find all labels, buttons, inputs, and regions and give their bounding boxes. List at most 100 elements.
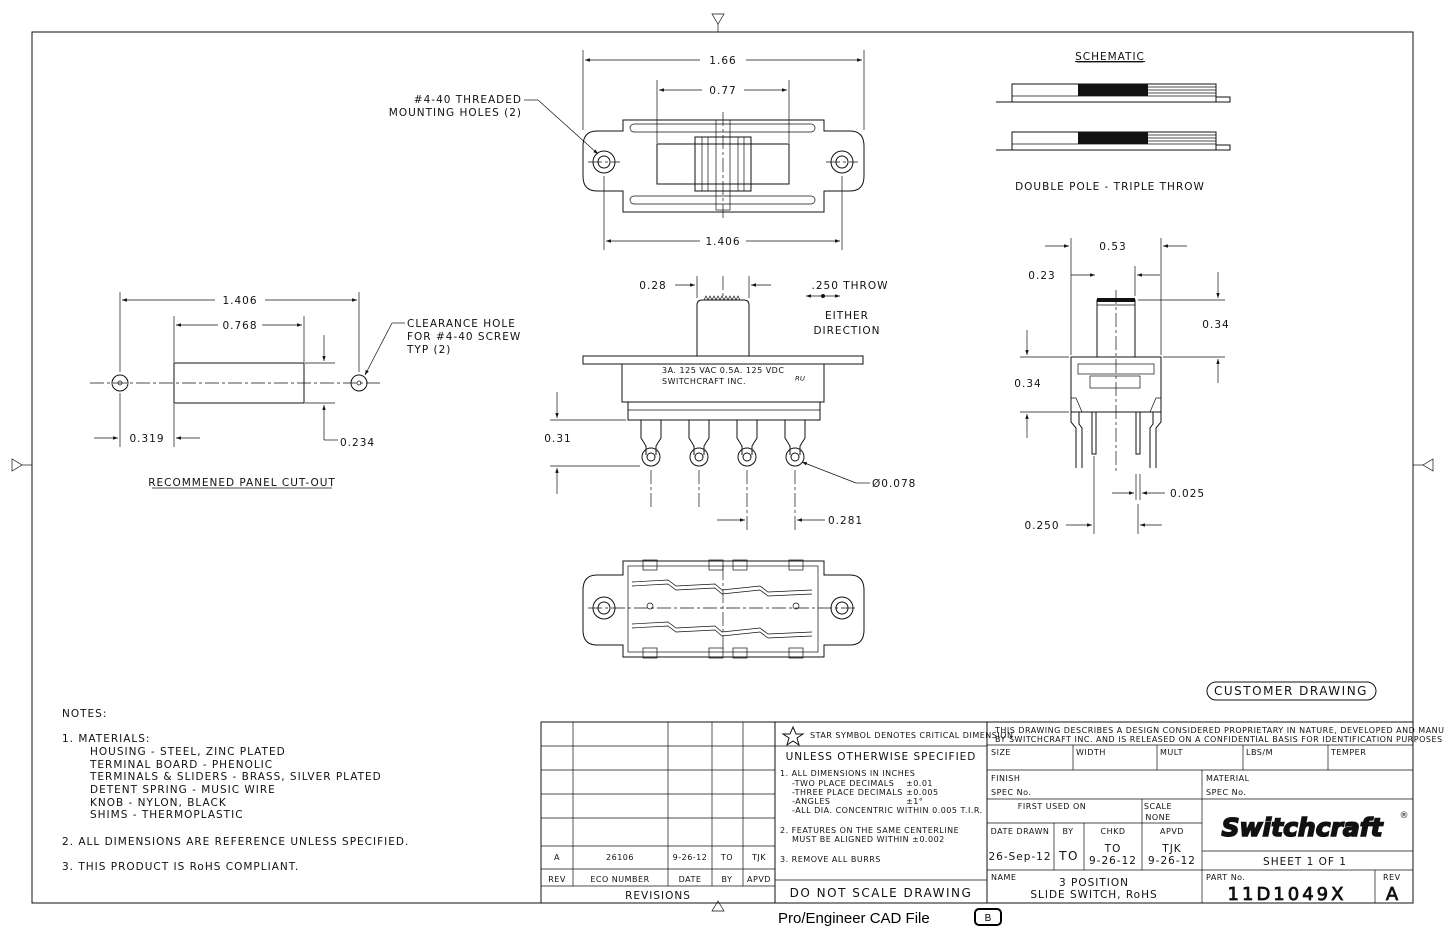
revisions-title: REVISIONS — [625, 890, 691, 902]
schematic-pole-2 — [996, 131, 1231, 151]
side-dim-pitch: 0.281 — [828, 515, 863, 527]
size-badge: B — [974, 908, 1002, 926]
side-dim-hole-dia: Ø0.078 — [872, 478, 916, 490]
note-1-item: DETENT SPRING - MUSIC WIRE — [90, 784, 276, 796]
scale-value: NONE — [1145, 813, 1170, 822]
temper-label: TEMPER — [1330, 748, 1366, 757]
name-line2: SLIDE SWITCH, RoHS — [1030, 889, 1157, 901]
cutout-caption: RECOMMENED PANEL CUT-OUT — [148, 477, 336, 489]
sheet-count: SHEET 1 OF 1 — [1263, 856, 1347, 868]
revisions-table: A 26106 9-26-12 TO TJK REV ECO NUMBER DA… — [540, 721, 776, 904]
mounting-holes-note-line2: MOUNTING HOLES (2) — [389, 107, 522, 119]
by-label: BY — [1063, 827, 1074, 836]
rating-line1: 3A. 125 VAC 0.5A. 125 VDC — [662, 366, 784, 375]
name-label: NAME — [991, 873, 1016, 882]
spec-line: 3. REMOVE ALL BURRS — [780, 855, 881, 864]
drawn-by: TO — [1058, 849, 1079, 863]
proprietary-line1: THIS DRAWING DESCRIBES A DESIGN CONSIDER… — [994, 726, 1445, 735]
spec-line: MUST BE ALIGNED WITHIN ±0.002 — [792, 835, 945, 844]
end-dim-width: 0.53 — [1099, 241, 1126, 253]
chkd-by: TO — [1104, 843, 1122, 855]
width-label: WIDTH — [1076, 748, 1106, 757]
throw-note-line2: EITHER — [825, 310, 869, 322]
cutout-dim-offset: 0.319 — [129, 433, 164, 445]
bottom-view — [582, 559, 865, 659]
title-block: THIS DRAWING DESCRIBES A DESIGN CONSIDER… — [986, 721, 1445, 905]
name-line1: 3 POSITION — [1059, 877, 1129, 889]
switchcraft-logo: Switchcraft ® — [1221, 811, 1409, 843]
customer-drawing-badge: CUSTOMER DRAWING — [1206, 681, 1377, 701]
cutout-dim-slot: 0.768 — [222, 320, 257, 332]
proprietary-line2: BY SWITCHCRAFT INC. AND IS RELEASED ON A… — [995, 735, 1445, 744]
clearance-note-line2: FOR #4-40 SCREW — [407, 331, 521, 343]
rev-letter: A — [1386, 884, 1399, 905]
note-1-label: 1. MATERIALS: — [62, 733, 150, 745]
bottom-terminal-tabs — [642, 559, 804, 659]
dim-slot-length: 0.77 — [709, 85, 736, 97]
side-dim-knob: 0.28 — [639, 280, 666, 292]
schematic: SCHEMATIC DOUBLE POLE - TRIPLE THROW — [996, 51, 1231, 193]
spec-line: -ALL DIA. CONCENTRIC WITHIN 0.005 T.I.R. — [792, 806, 983, 815]
spec-line: -TWO PLACE DECIMALS — [792, 779, 894, 788]
star-note: STAR SYMBOL DENOTES CRITICAL DIMENSION — [810, 731, 1013, 740]
note-1-item: TERMINALS & SLIDERS - BRASS, SILVER PLAT… — [89, 771, 382, 783]
schematic-caption: DOUBLE POLE - TRIPLE THROW — [1015, 181, 1205, 193]
finish-label: FINISH — [991, 774, 1020, 783]
spec-line: 1. ALL DIMENSIONS IN INCHES — [780, 769, 915, 778]
lbs-m-label: LBS/M — [1246, 748, 1273, 757]
side-dim-terminal-height: 0.31 — [544, 433, 571, 445]
rev-header-date: DATE — [679, 875, 702, 884]
schematic-title: SCHEMATIC — [1075, 51, 1145, 63]
registered-icon: ® — [1400, 811, 1409, 821]
panel-cutout: 1.406 0.768 0.319 0.234 CLEARANCE HOLE F… — [90, 292, 521, 489]
part-no-label: PART No. — [1206, 873, 1245, 882]
first-used-on-label: FIRST USED ON — [1018, 802, 1087, 811]
spec-line: ±0.01 — [906, 779, 933, 788]
rev-label: REV — [1383, 873, 1401, 882]
spec-block: STAR SYMBOL DENOTES CRITICAL DIMENSION U… — [774, 721, 1013, 904]
note-1-item: KNOB - NYLON, BLACK — [90, 797, 227, 809]
date-drawn-label: DATE DRAWN — [991, 827, 1050, 836]
cutout-dim-hole-centers: 1.406 — [222, 295, 257, 307]
note-3: 3. THIS PRODUCT IS RoHS COMPLIANT. — [62, 861, 299, 873]
top-view: 1.66 0.77 1.406 #4-40 THREADED MOUNTING … — [389, 50, 865, 250]
rev-row-rev: A — [554, 853, 560, 862]
rev-row-eco: 26106 — [606, 853, 634, 862]
part-no: 11D1049X — [1228, 884, 1347, 905]
chkd-date: 9-26-12 — [1089, 855, 1137, 867]
clearance-note-line1: CLEARANCE HOLE — [407, 318, 516, 330]
spec-line: ±1° — [906, 797, 923, 806]
star-icon — [781, 725, 805, 747]
apvd-by: TJK — [1161, 843, 1182, 855]
note-2: 2. ALL DIMENSIONS ARE REFERENCE UNLESS S… — [62, 836, 409, 848]
scale-label: SCALE — [1144, 802, 1172, 811]
logo-text: Switchcraft — [1221, 813, 1383, 842]
rev-header-by: BY — [722, 875, 733, 884]
side-view: 3A. 125 VAC 0.5A. 125 VDC SWITCHCRAFT IN… — [544, 276, 916, 530]
ul-mark-icon: ᴿᵁ — [795, 374, 805, 387]
rev-header-eco: ECO NUMBER — [590, 875, 649, 884]
end-view: 0.53 0.23 0.34 0.34 0.025 0.250 — [1014, 238, 1229, 534]
do-not-scale: DO NOT SCALE DRAWING — [790, 886, 973, 900]
bottom-contacts — [631, 566, 813, 652]
chkd-label: CHKD — [1100, 827, 1125, 836]
dim-hole-centers: 1.406 — [705, 236, 740, 248]
date-drawn: 26-Sep-12 — [988, 851, 1051, 863]
note-1-item: SHIMS - THERMOPLASTIC — [90, 809, 244, 821]
material-label: MATERIAL — [1206, 774, 1250, 783]
spec-line: ±0.005 — [906, 788, 939, 797]
customer-drawing-label: CUSTOMER DRAWING — [1214, 684, 1368, 698]
schematic-pole-1 — [996, 83, 1231, 103]
spec-line: -THREE PLACE DECIMALS — [792, 788, 903, 797]
spec-line: -ANGLES — [792, 797, 830, 806]
apvd-label: APVD — [1160, 827, 1184, 836]
clearance-note-line3: TYP (2) — [406, 344, 451, 356]
throw-note-line1: .250 THROW — [812, 280, 889, 292]
end-dim-knob: 0.23 — [1028, 270, 1055, 282]
rev-header-rev: REV — [548, 875, 566, 884]
throw-note-line3: DIRECTION — [813, 325, 880, 337]
rev-row-by: TO — [720, 853, 733, 862]
dim-overall-length: 1.66 — [709, 55, 736, 67]
terminals — [640, 420, 806, 467]
material-spec-no-label: SPEC No. — [1206, 788, 1246, 797]
